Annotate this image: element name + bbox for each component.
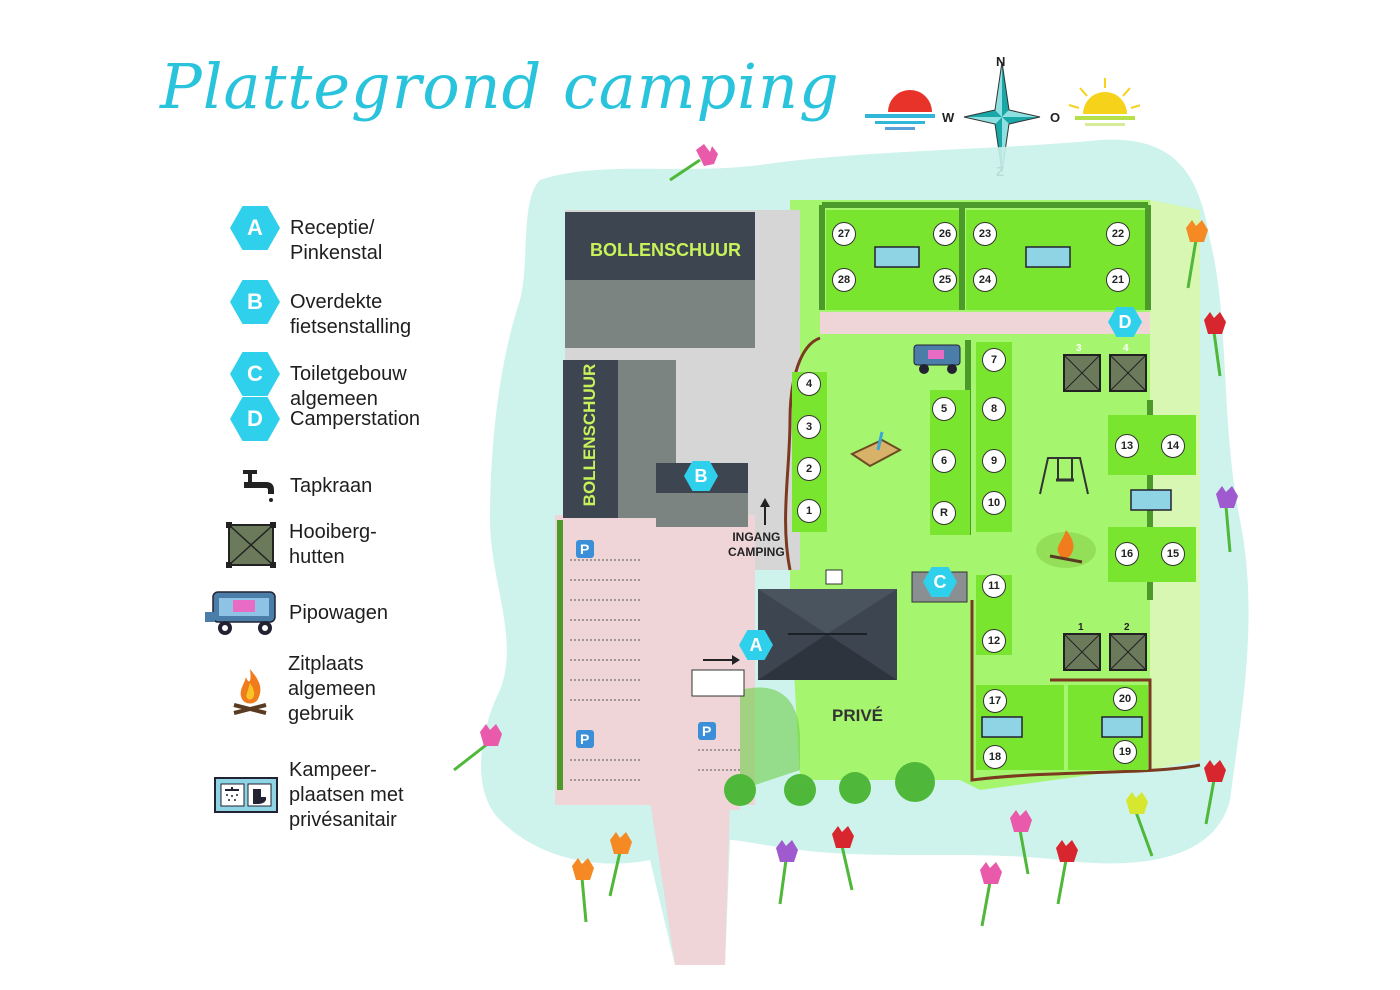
pitch-16[interactable]: 16 xyxy=(1115,542,1139,566)
pitch-4[interactable]: 4 xyxy=(797,372,821,396)
parking-signs xyxy=(576,540,716,748)
pitch-9[interactable]: 9 xyxy=(982,449,1006,473)
sandbox-icon xyxy=(849,431,903,468)
map-campfire-icon xyxy=(1036,530,1096,568)
hut-2-label: 2 xyxy=(1124,622,1130,633)
sanitary-units xyxy=(874,246,1172,738)
compass-rose: N W O Z xyxy=(860,52,1142,182)
page-title: Plattegrond camping xyxy=(160,50,840,123)
legend-label: Camperstation xyxy=(290,407,421,430)
pitch-10[interactable]: 10 xyxy=(982,491,1006,515)
pitch-15[interactable]: 15 xyxy=(1161,542,1185,566)
hay-hut-icon xyxy=(226,522,276,568)
pitch-2[interactable]: 2 xyxy=(797,457,821,481)
private-garden xyxy=(740,687,800,790)
tulips xyxy=(453,144,1238,927)
access-road xyxy=(650,800,730,965)
pitch-17[interactable]: 17 xyxy=(983,689,1007,713)
barn-left-roof xyxy=(563,360,618,518)
legend-label: Hooiberg- hutten xyxy=(289,521,377,568)
pitch-1[interactable]: 1 xyxy=(797,499,821,523)
pitch-18[interactable]: 18 xyxy=(983,745,1007,769)
map-marker-a[interactable]: A xyxy=(739,630,773,660)
pitch-27[interactable]: 27 xyxy=(832,222,856,246)
legend-label: Overdekte fietsenstalling xyxy=(290,291,412,338)
entrance-gate xyxy=(691,669,745,697)
barn-top-body xyxy=(565,280,755,348)
barn-left-label: BOLLENSCHUUR xyxy=(580,363,599,507)
private-sanitary-icon xyxy=(214,776,278,813)
legend-label: Toiletgebouw algemeen xyxy=(290,363,407,410)
parking-spaces xyxy=(570,559,740,781)
legend-item-tap: Tapkraan xyxy=(240,466,372,506)
pitch-r[interactable]: R xyxy=(932,501,956,525)
hut-1-label: 1 xyxy=(1078,622,1084,633)
private-label: PRIVÉ xyxy=(832,706,884,725)
pitch-26[interactable]: 26 xyxy=(933,222,957,246)
pipo-wagon-icon xyxy=(205,591,276,635)
sunset-icon xyxy=(865,90,935,130)
parking-sign-2: P xyxy=(580,731,590,747)
barn-top-roof xyxy=(565,212,755,280)
pitch-14[interactable]: 14 xyxy=(1161,434,1185,458)
legend-label: Receptie/ Pinkenstal xyxy=(290,217,383,264)
pitch-19[interactable]: 19 xyxy=(1113,740,1137,764)
entrance-label: INGANG CAMPING xyxy=(728,530,785,559)
hut-4-label: 4 xyxy=(1123,343,1129,354)
compass-north: N xyxy=(996,54,1006,69)
pitch-7[interactable]: 7 xyxy=(982,348,1006,372)
fences xyxy=(784,336,1201,782)
legend-label: Zitplaats algemeen gebruik xyxy=(288,653,376,725)
bike-shed-marker-icon: B xyxy=(230,280,280,324)
legend-item-pipo-wagon: Pipowagen xyxy=(203,588,388,638)
pitch-11[interactable]: 11 xyxy=(982,574,1006,598)
parking-sign-3: P xyxy=(702,723,712,739)
pitch-22[interactable]: 22 xyxy=(1106,222,1130,246)
faucet-icon xyxy=(243,470,274,502)
campfire-icon xyxy=(233,668,267,715)
compass-east: O xyxy=(1050,110,1061,125)
legend-label: Kampeer- plaatsen met privésanitair xyxy=(289,759,404,831)
hay-huts xyxy=(1063,354,1147,671)
legend-item-camper-station: D Camperstation xyxy=(230,397,420,441)
sunrise-icon xyxy=(1068,78,1142,126)
legend-item-toilet-building: C Toiletgebouw algemeen xyxy=(230,336,407,412)
pitch-8[interactable]: 8 xyxy=(982,397,1006,421)
legend-item-private-sanitary: Kampeer- plaatsen met privésanitair xyxy=(213,758,404,833)
legend-item-campfire: Zitplaats algemeen gebruik xyxy=(228,652,376,727)
pitch-5[interactable]: 5 xyxy=(932,397,956,421)
compass-west: W xyxy=(942,110,955,125)
legend-item-bike-shed: B Overdekte fietsenstalling xyxy=(230,264,411,340)
map-pipo-wagon xyxy=(913,344,961,374)
pitch-12[interactable]: 12 xyxy=(982,629,1006,653)
map-tap-icon xyxy=(825,569,843,585)
pitch-25[interactable]: 25 xyxy=(933,268,957,292)
legend-label: Tapkraan xyxy=(290,474,373,497)
hut-3-label: 3 xyxy=(1076,343,1082,354)
pitch-21[interactable]: 21 xyxy=(1106,268,1130,292)
pitch-20[interactable]: 20 xyxy=(1113,687,1137,711)
compass-star-icon xyxy=(963,61,1041,173)
pitch-13[interactable]: 13 xyxy=(1115,434,1139,458)
pitch-6[interactable]: 6 xyxy=(932,449,956,473)
legend-item-hay-huts: Hooiberg- hutten xyxy=(225,520,377,570)
camper-lane xyxy=(820,312,1150,334)
pitch-3[interactable]: 3 xyxy=(797,415,821,439)
camper-station-marker-icon: D xyxy=(230,397,280,441)
pitch-24[interactable]: 24 xyxy=(973,268,997,292)
compass-graphic xyxy=(865,61,1142,173)
map-marker-c[interactable]: C xyxy=(923,567,957,597)
legend-label: Pipowagen xyxy=(289,601,388,624)
barn-top-label: BOLLENSCHUUR xyxy=(590,240,741,260)
toilet-marker-icon: C xyxy=(230,352,280,396)
parking-sign-1: P xyxy=(580,541,590,557)
legend-item-reception: A Receptie/ Pinkenstal xyxy=(230,190,382,266)
pitch-23[interactable]: 23 xyxy=(973,222,997,246)
pitch-28[interactable]: 28 xyxy=(832,268,856,292)
bushes xyxy=(724,762,935,806)
swing-icon xyxy=(1039,457,1089,495)
map-marker-b[interactable]: B xyxy=(684,461,718,491)
